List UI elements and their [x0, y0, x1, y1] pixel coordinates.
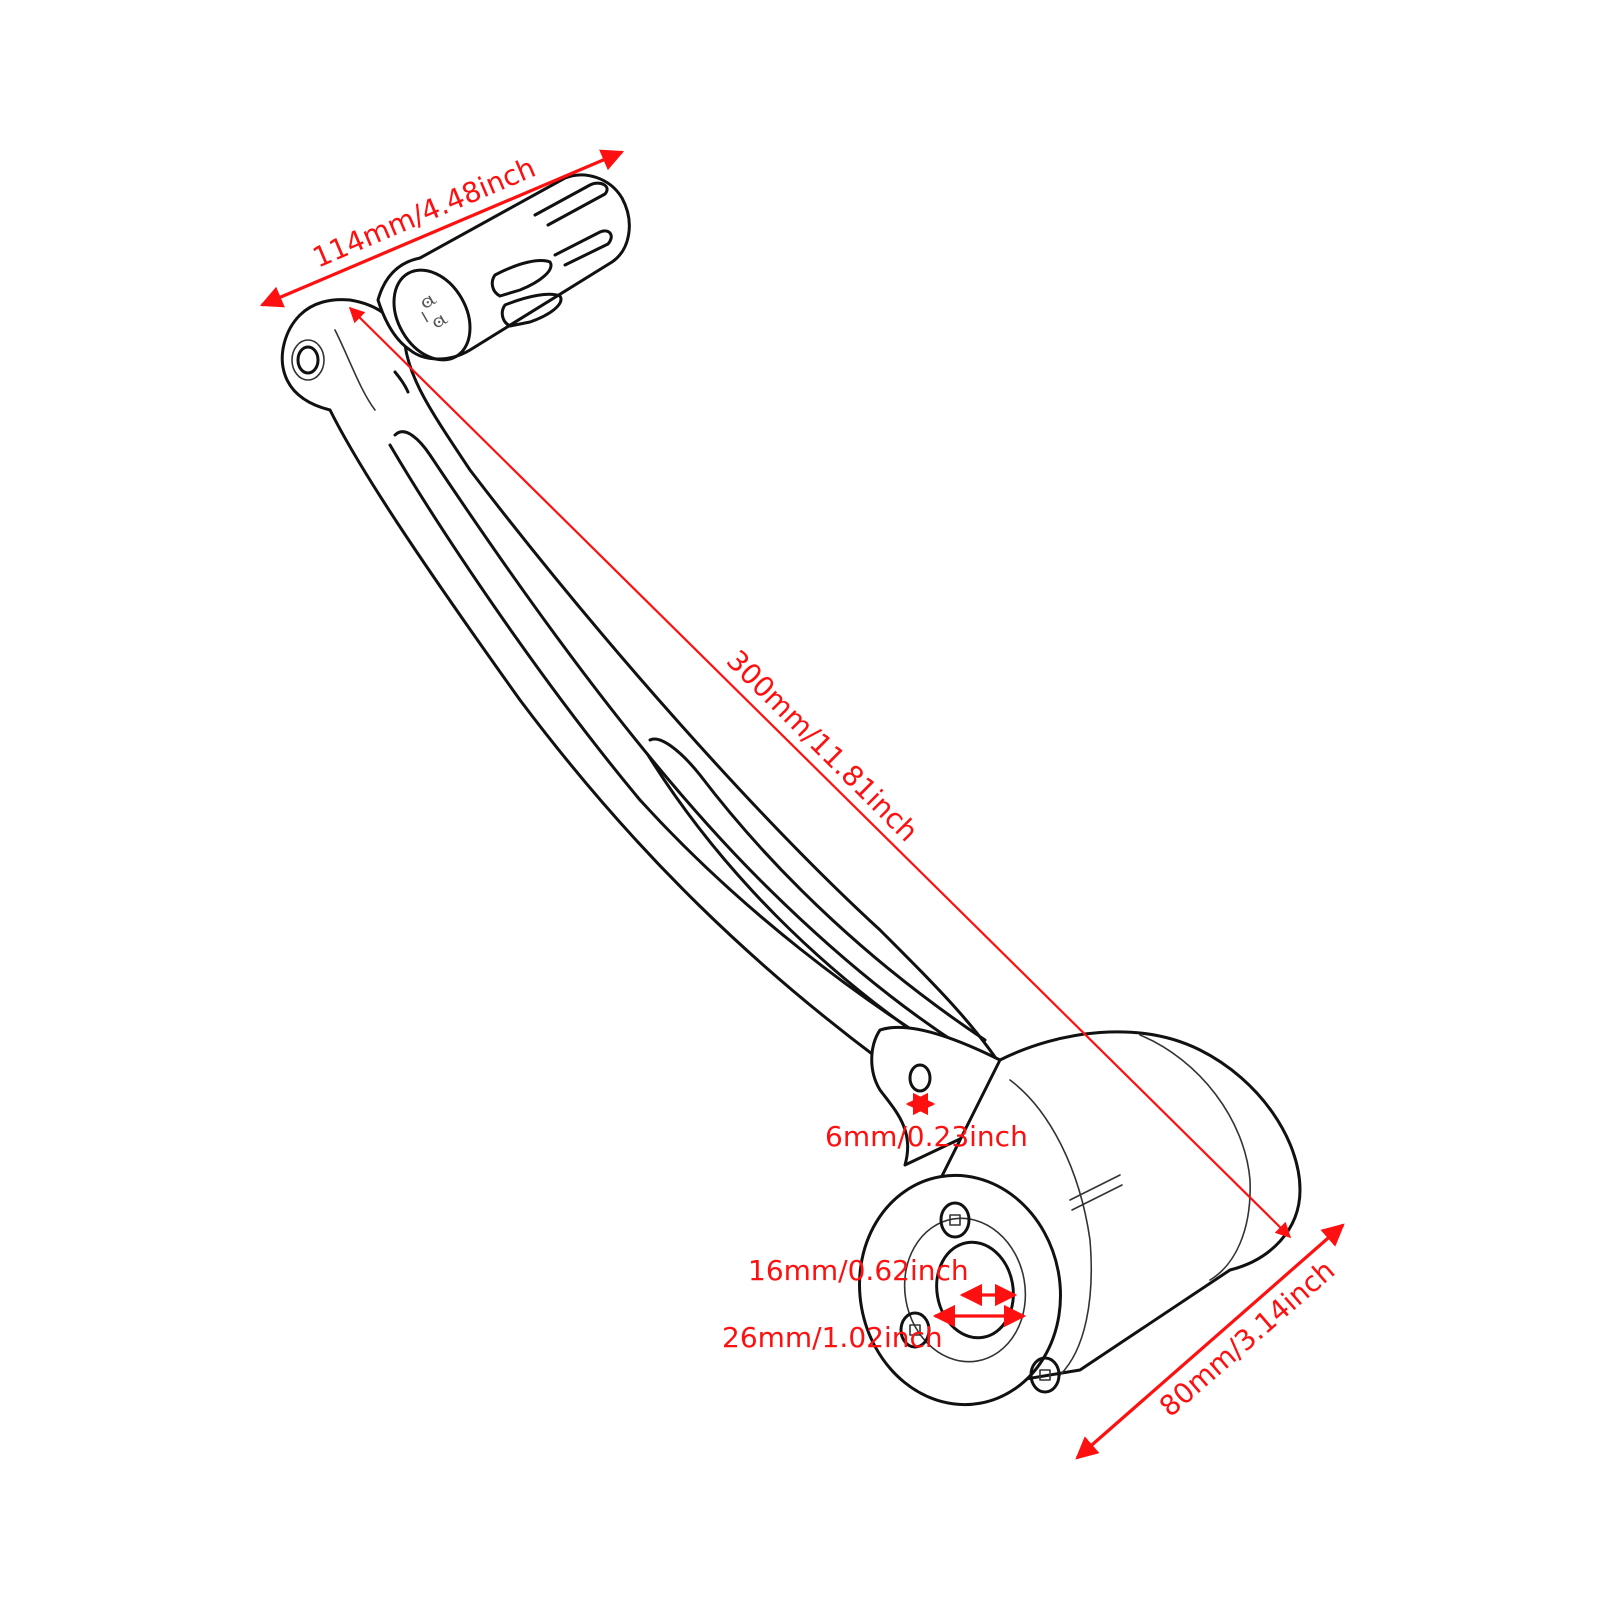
- dimension-lines: [259, 149, 1345, 1460]
- bore-outer-label: 26mm/1.02inch: [722, 1321, 943, 1354]
- overall-length-arrow: [348, 306, 1292, 1239]
- screw-icon: [899, 1311, 931, 1349]
- lever-arm: [280, 298, 1012, 1082]
- peg-length-arrow: [259, 149, 625, 308]
- small-hole-label: 6mm/0.23inch: [825, 1120, 1028, 1153]
- screw-icon: [1029, 1356, 1061, 1394]
- bore-inner-label: 16mm/0.62inch: [748, 1254, 969, 1287]
- hub-diameter-arrow: [1075, 1223, 1345, 1460]
